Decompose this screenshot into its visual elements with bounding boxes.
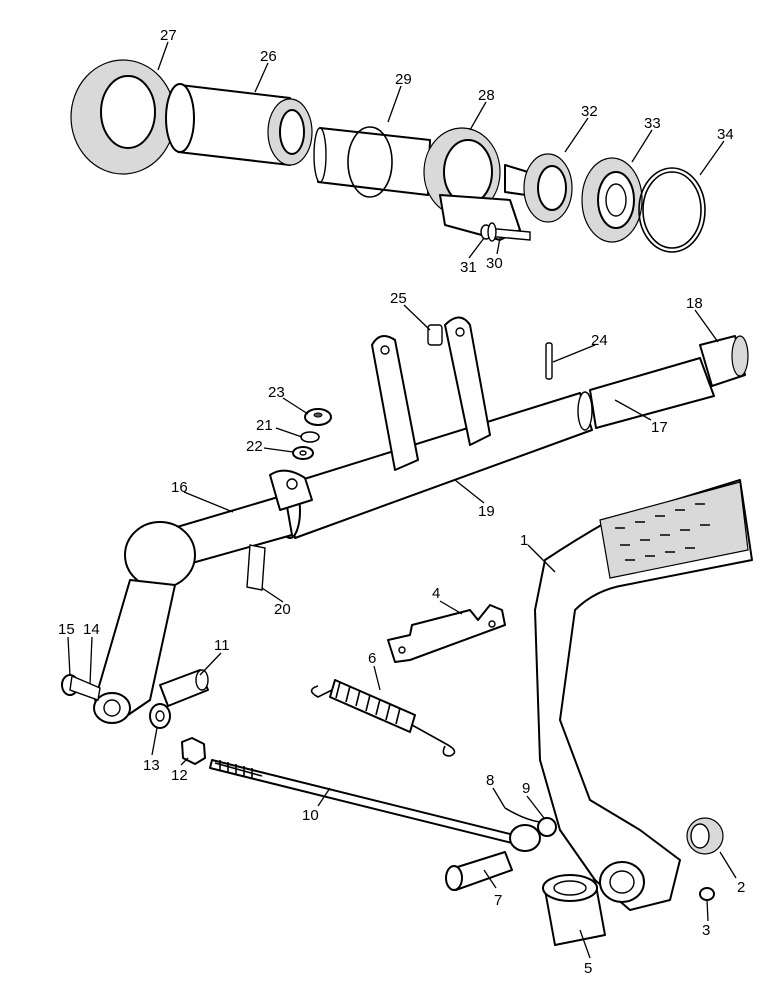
part-20-pin [246, 544, 266, 591]
part-10-rod [209, 759, 519, 845]
callout-1: 1 [520, 532, 528, 549]
part-4-plate [387, 604, 506, 663]
callout-34: 34 [717, 126, 734, 143]
callout-25: 25 [390, 290, 407, 307]
part-24-pin [545, 342, 553, 380]
part-18-bush [699, 335, 749, 387]
callout-6: 6 [368, 650, 376, 667]
part-22-washer [292, 446, 314, 460]
callout-29: 29 [395, 71, 412, 88]
shaft-uprights [371, 316, 491, 471]
callout-31: 31 [460, 259, 477, 276]
part-26-sleeve [165, 83, 313, 166]
callout-26: 26 [260, 48, 277, 65]
part-17-shaft-end [589, 357, 715, 429]
callout-18: 18 [686, 295, 703, 312]
callout-17: 17 [651, 419, 668, 436]
callout-28: 28 [478, 87, 495, 104]
callout-19: 19 [478, 503, 495, 520]
callout-10: 10 [302, 807, 319, 824]
callout-22: 22 [246, 438, 263, 455]
part-34-circlip [638, 167, 706, 253]
callout-9: 9 [522, 780, 530, 797]
callout-4: 4 [432, 585, 440, 602]
callout-7: 7 [494, 892, 502, 909]
part-23-nut [304, 408, 332, 426]
callout-5: 5 [584, 960, 592, 977]
part-12-nut [181, 737, 206, 765]
callout-24: 24 [591, 332, 608, 349]
callout-8: 8 [486, 772, 494, 789]
callout-11: 11 [214, 637, 230, 654]
part-29-snap-ring [313, 126, 431, 198]
part-21-spring-washer [300, 431, 320, 443]
part-33-bearing [581, 157, 643, 243]
callout-20: 20 [274, 601, 291, 618]
callout-30: 30 [486, 255, 503, 272]
callout-21: 21 [256, 417, 273, 434]
part-3-nipple [699, 887, 715, 901]
part-13-washer [149, 703, 171, 729]
callout-12: 12 [171, 767, 188, 784]
part-25-pin [427, 324, 443, 346]
callout-labels: 27 26 29 28 32 33 34 31 30 25 18 24 23 2… [58, 27, 745, 977]
part-7-clevis-pin [445, 824, 541, 891]
callout-23: 23 [268, 384, 285, 401]
callout-2: 2 [737, 879, 745, 896]
part-11-pin [159, 669, 209, 707]
part-6-spring [310, 679, 456, 757]
part-32-bush [523, 153, 573, 223]
callout-16: 16 [171, 479, 188, 496]
part-1-pedal [534, 479, 753, 911]
leader-lines [67, 41, 737, 959]
part-8-split-pin [504, 807, 541, 823]
part-14-washer [69, 674, 101, 701]
callout-3: 3 [702, 922, 710, 939]
part-27-ring [70, 59, 176, 175]
part-9-washer [537, 817, 557, 837]
callout-13: 13 [143, 757, 160, 774]
callout-14: 14 [83, 621, 100, 638]
part-31-washer [487, 222, 497, 242]
left-lever-arm [93, 521, 196, 724]
part-2-bush [686, 817, 724, 855]
callout-15: 15 [58, 621, 75, 638]
callout-33: 33 [644, 115, 661, 132]
part-28-housing [423, 127, 529, 241]
callout-27: 27 [160, 27, 177, 44]
part-5-bush [542, 874, 606, 946]
callout-32: 32 [581, 103, 598, 120]
